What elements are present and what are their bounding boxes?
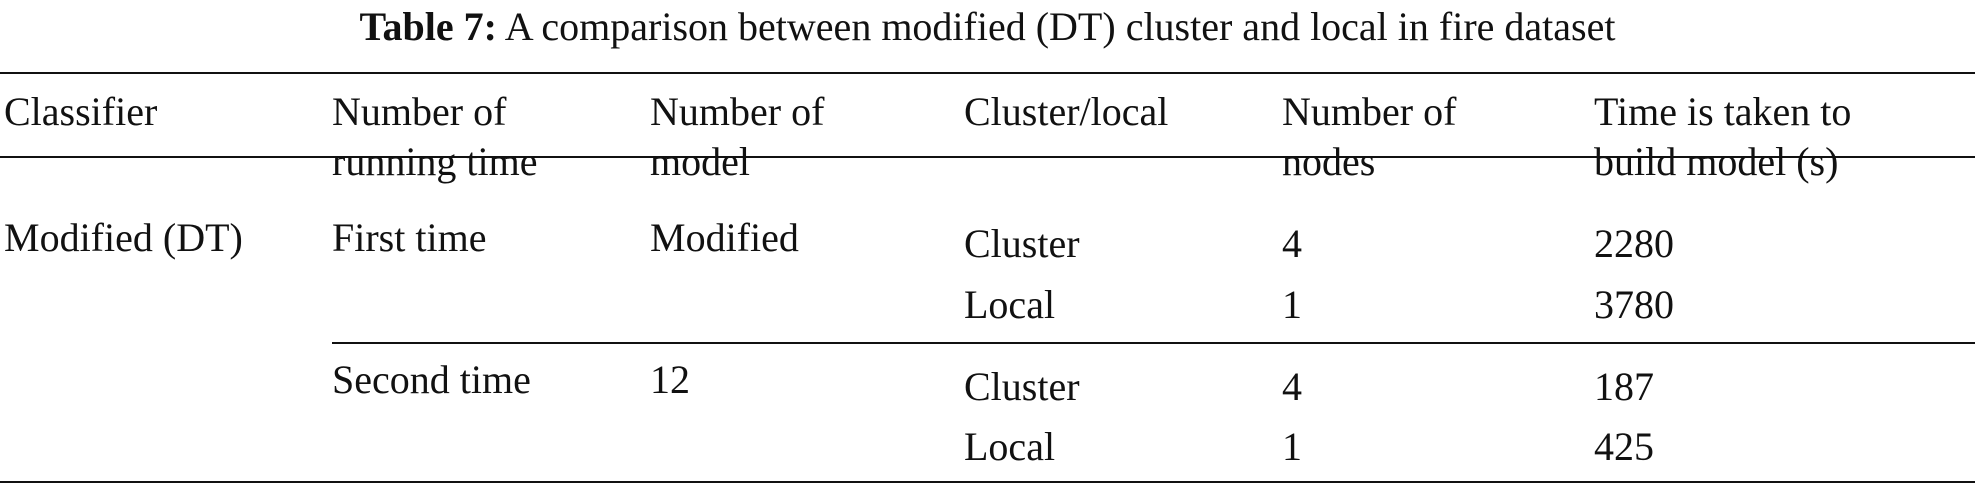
cell-run1-row2-nodes: 1 <box>1282 282 1302 327</box>
table-caption: Table 7: A comparison between modified (… <box>0 0 1975 54</box>
cell-run1-row2-cluster-local: Local <box>964 282 1056 327</box>
header-running-time: Number of running time <box>332 87 538 187</box>
header-classifier: Classifier <box>4 89 158 134</box>
header-cluster-local: Cluster/local <box>964 89 1169 134</box>
header-model-line-1: Number of <box>650 89 825 134</box>
table-header-rule <box>0 156 1975 158</box>
cell-run1-model: Modified <box>650 215 799 260</box>
cell-run2-row1-cluster-local: Cluster <box>964 364 1080 409</box>
header-nodes-line-2: nodes <box>1282 139 1376 184</box>
header-build-time-line-1: Time is taken to <box>1594 89 1852 134</box>
cell-run2-row2-nodes: 1 <box>1282 424 1302 469</box>
cell-run2-row2-time: 425 <box>1594 424 1654 469</box>
table-group-rule <box>332 342 1975 344</box>
header-model-line-2: model <box>650 139 750 184</box>
table-caption-label: Table 7: <box>359 4 497 49</box>
cell-run1-row2-time: 3780 <box>1594 282 1674 327</box>
table-top-rule <box>0 72 1975 74</box>
cell-run1-running-time: First time <box>332 215 487 260</box>
table-bottom-rule <box>0 481 1975 483</box>
header-running-time-line-2: running time <box>332 139 538 184</box>
cell-run2-row1-nodes: 4 <box>1282 364 1302 409</box>
header-build-time-line-2: build model (s) <box>1594 139 1839 184</box>
header-nodes: Number of nodes <box>1282 87 1456 187</box>
cell-run1-row1-nodes: 4 <box>1282 221 1302 266</box>
header-running-time-line-1: Number of <box>332 89 507 134</box>
table-caption-text: A comparison between modified (DT) clust… <box>504 4 1616 49</box>
cell-run1-row1-time: 2280 <box>1594 221 1674 266</box>
cell-run1-row1-cluster-local: Cluster <box>964 221 1080 266</box>
header-build-time: Time is taken to build model (s) <box>1594 87 1851 187</box>
cell-classifier: Modified (DT) <box>4 215 243 260</box>
cell-run2-model: 12 <box>650 357 690 402</box>
cell-run2-row2-cluster-local: Local <box>964 424 1056 469</box>
cell-run2-running-time: Second time <box>332 357 531 402</box>
header-model: Number of model <box>650 87 824 187</box>
header-nodes-line-1: Number of <box>1282 89 1457 134</box>
cell-run2-row1-time: 187 <box>1594 364 1654 409</box>
